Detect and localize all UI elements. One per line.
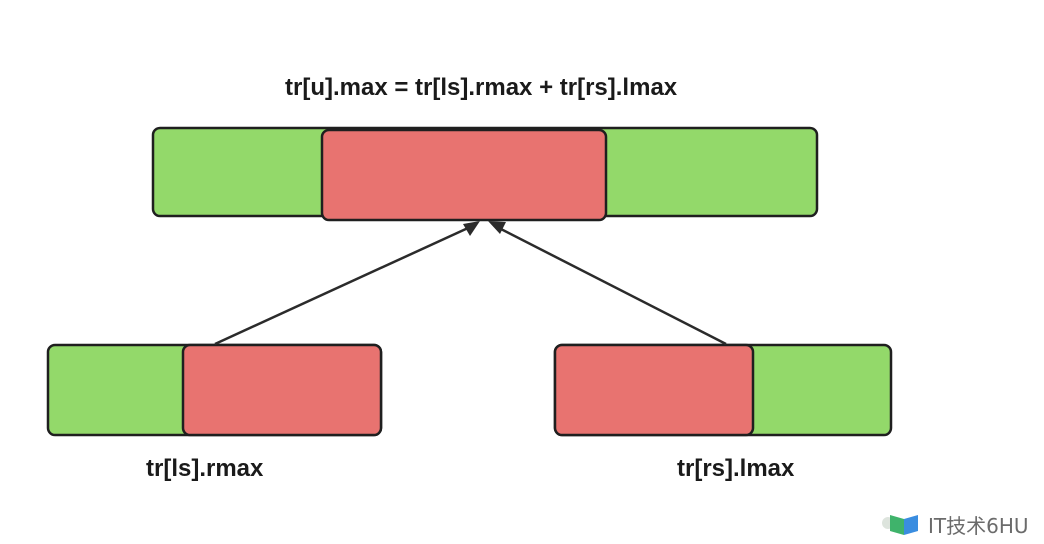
left-child-node: [46, 343, 383, 437]
watermark: IT技术6HU: [880, 510, 1029, 538]
right-child-lmax-segment-red: [553, 343, 755, 437]
right-arrow: [488, 221, 727, 346]
parent-max-segment-red: [320, 128, 608, 222]
left-arrow: [214, 221, 480, 346]
watermark-text: IT技术6HU: [928, 513, 1029, 538]
left-child-rmax-segment-red: [181, 343, 383, 437]
watermark-logo-icon: [882, 515, 918, 535]
right-child-node: [553, 343, 893, 437]
right-arrowhead: [488, 221, 506, 234]
left-child-label: tr[ls].rmax: [146, 455, 264, 482]
formula-label: tr[u].max = tr[ls].rmax + tr[rs].lmax: [285, 74, 678, 101]
right-child-label: tr[rs].lmax: [677, 455, 795, 482]
parent-node: [151, 126, 819, 222]
left-arrowhead: [463, 221, 480, 236]
